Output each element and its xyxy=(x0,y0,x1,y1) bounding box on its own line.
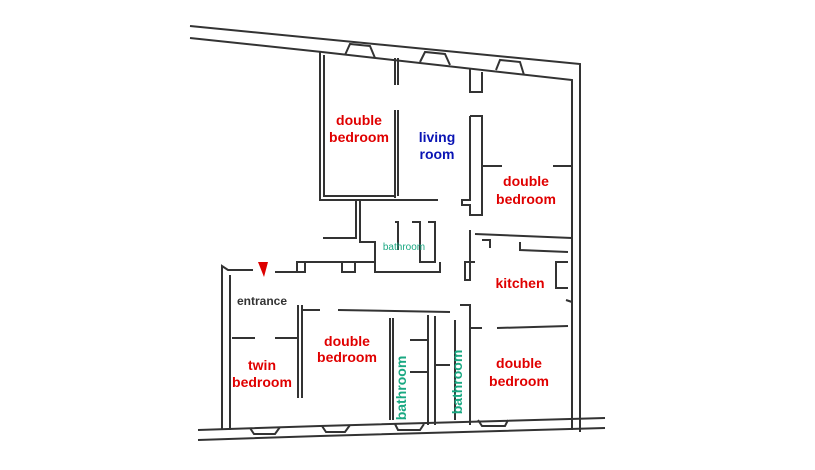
entrance-marker-icon xyxy=(258,262,268,277)
walls xyxy=(189,25,606,441)
room-label-bathroom-small: bathroom xyxy=(383,242,425,253)
room-label-bathroom-a: bathroom xyxy=(393,356,409,421)
room-label-bathroom-b: bathroom xyxy=(449,350,465,415)
room-label-kitchen: kitchen xyxy=(495,275,544,291)
room-label-entrance: entrance xyxy=(237,294,287,308)
